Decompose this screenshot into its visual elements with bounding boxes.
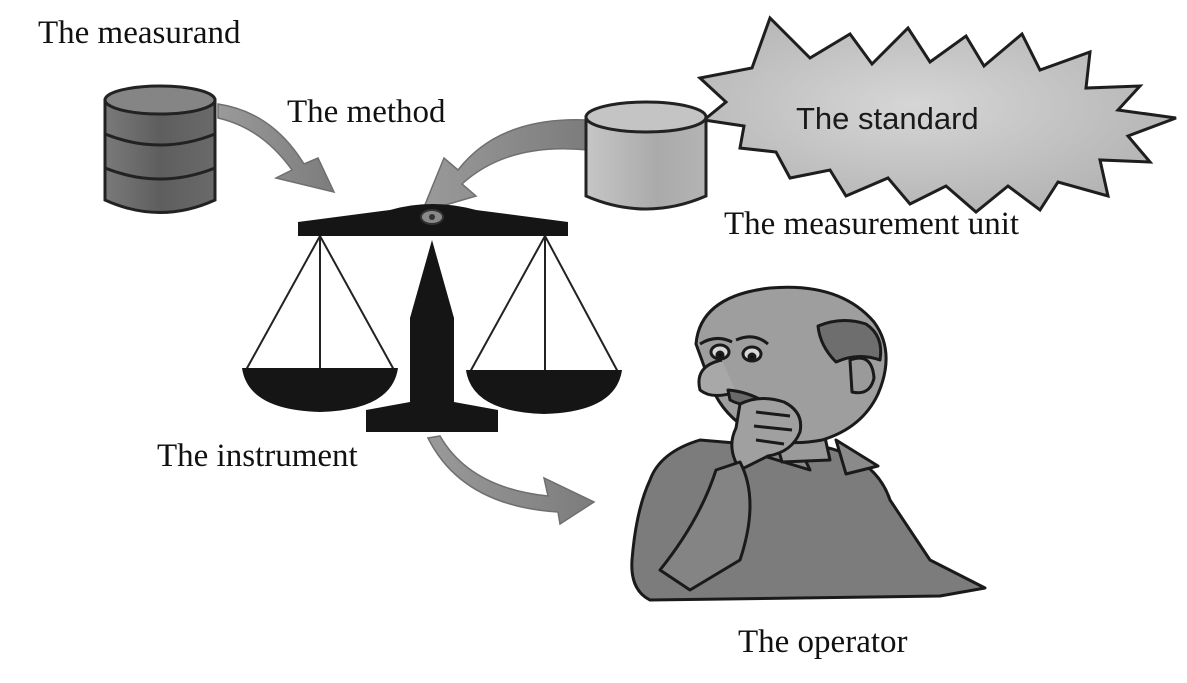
- standard-label: The standard: [796, 101, 979, 136]
- instrument-to-operator-arrow: [426, 435, 596, 526]
- measurement-unit-label: The measurement unit: [724, 206, 1020, 242]
- standard-burst-icon: [696, 15, 1177, 214]
- method-label: The method: [287, 94, 446, 130]
- unit-to-instrument-arrow: [420, 118, 589, 214]
- operator-label: The operator: [738, 624, 908, 660]
- measurement-unit-cylinder-icon: [584, 100, 708, 211]
- measurand-cylinder-icon: [103, 84, 217, 214]
- measurand-label: The measurand: [38, 15, 241, 51]
- operator-figure-icon: [630, 285, 987, 602]
- instrument-label: The instrument: [157, 438, 358, 474]
- balance-scale-icon: [242, 204, 622, 432]
- measurand-to-instrument-arrow: [217, 103, 336, 194]
